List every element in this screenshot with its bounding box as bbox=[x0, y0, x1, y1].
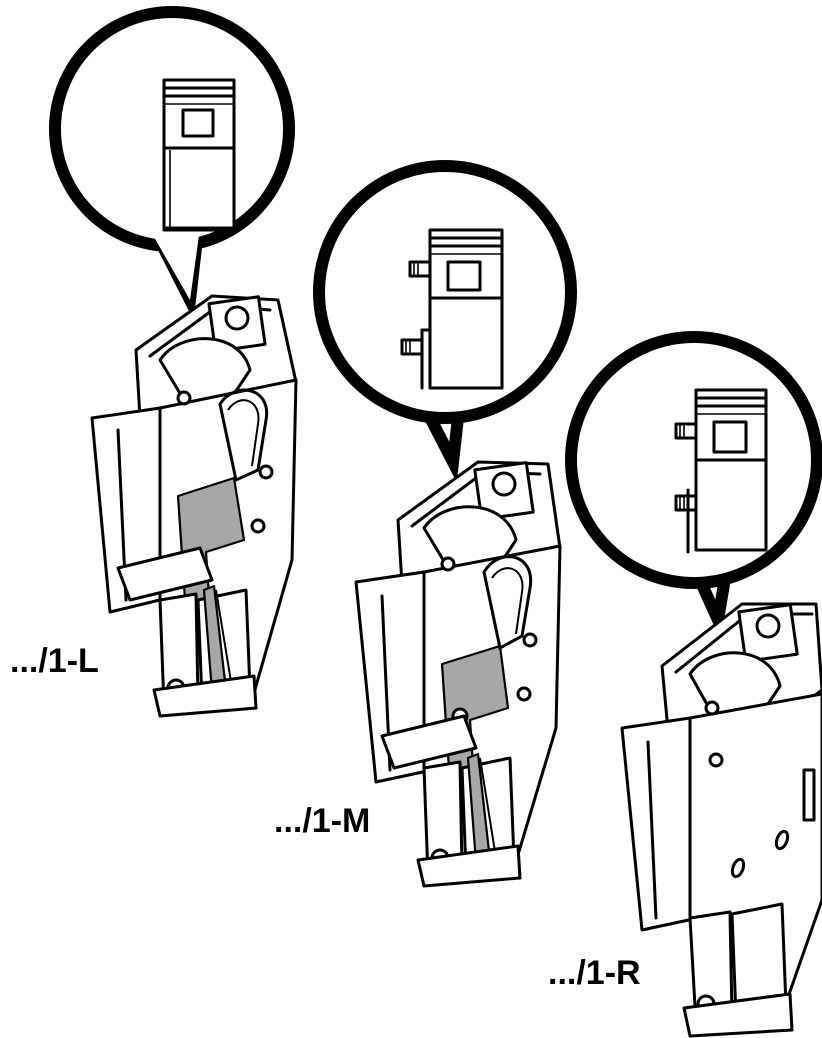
label-1-r: .../1-R bbox=[548, 954, 641, 992]
detail-view-right bbox=[674, 388, 768, 554]
detail-view-middle bbox=[400, 228, 504, 390]
label-1-m: .../1-M bbox=[274, 802, 370, 840]
detail-view-left bbox=[162, 78, 236, 232]
callout-left bbox=[49, 6, 295, 321]
connector-plug-middle bbox=[354, 460, 562, 888]
connector-plug-left bbox=[90, 294, 298, 718]
connector-plug-right bbox=[620, 602, 822, 1038]
label-1-l: .../1-L bbox=[10, 642, 99, 680]
callout-middle bbox=[313, 160, 577, 483]
callout-right bbox=[565, 331, 822, 641]
